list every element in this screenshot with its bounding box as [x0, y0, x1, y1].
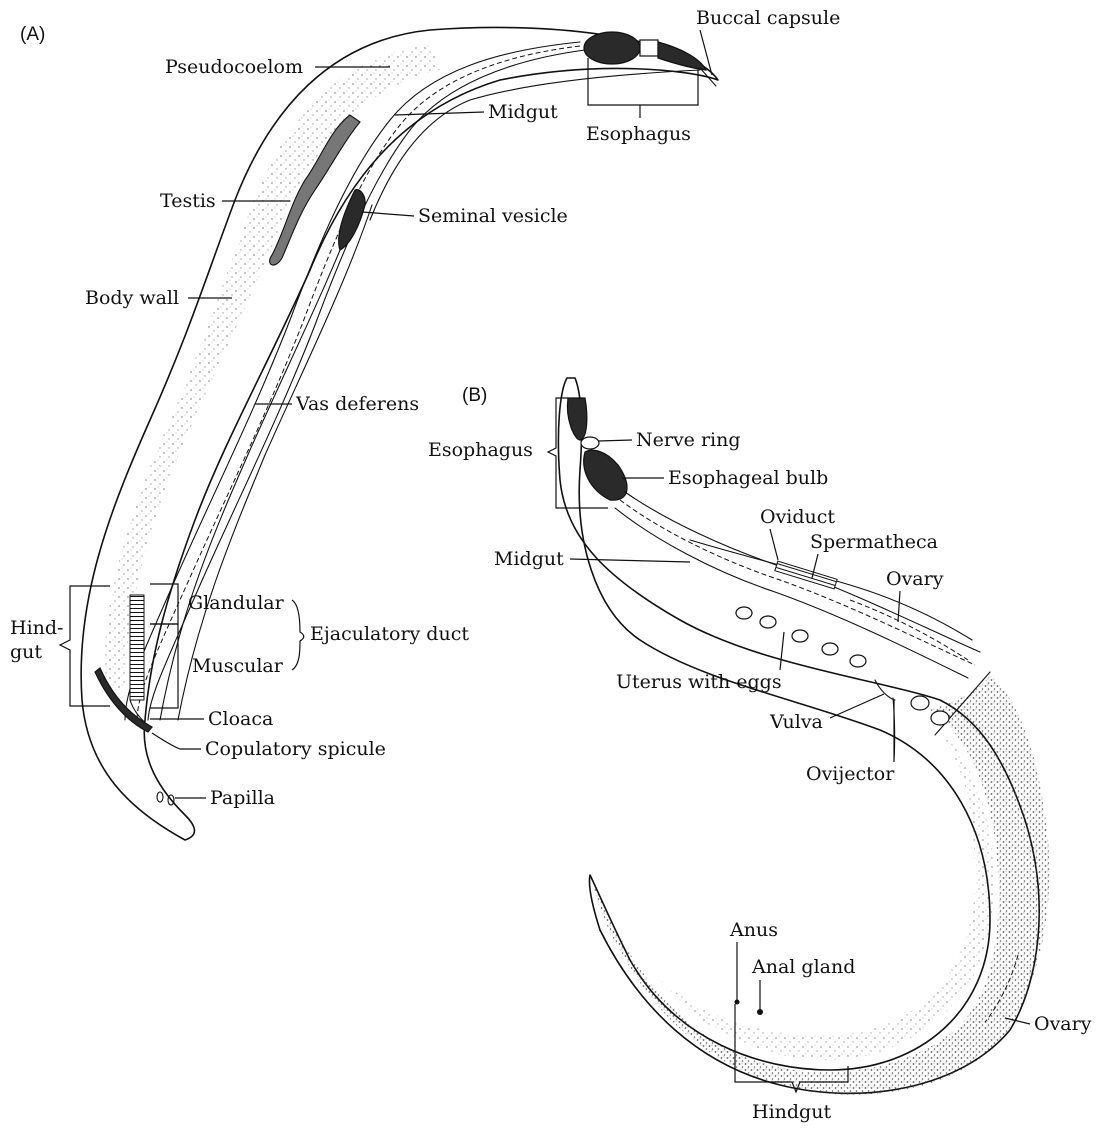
label-pseudocoelom: Pseudocoelom — [165, 56, 303, 78]
leader-oviduct — [770, 529, 778, 560]
panel-label-a: (A) — [20, 24, 45, 45]
male-esophagus — [584, 32, 706, 70]
brace-muscular — [150, 624, 178, 708]
label-ovijector: Ovijector — [806, 763, 895, 785]
male-midgut-wall-2 — [148, 50, 585, 720]
label-uterus-with-eggs: Uterus with eggs — [616, 671, 782, 693]
label-hindgut-female: Hindgut — [752, 1101, 831, 1123]
label-vulva: Vulva — [769, 711, 823, 733]
female-anus — [735, 1000, 740, 1005]
label-ovary-upper: Ovary — [886, 568, 944, 590]
label-papilla: Papilla — [210, 787, 275, 809]
leader-midgut-male — [395, 112, 484, 115]
female-esophagus — [567, 398, 627, 500]
leader-copulatory-spicule — [152, 733, 201, 749]
male-buccal-capsule — [700, 68, 716, 86]
brace-ejaculatory-duct — [292, 600, 304, 670]
label-copulatory-spicule: Copulatory spicule — [205, 738, 386, 760]
label-muscular: Muscular — [192, 655, 284, 677]
label-hindgut-male-2: gut — [10, 641, 42, 663]
label-buccal-capsule: Buccal capsule — [696, 7, 840, 29]
leader-seminal-vesicle — [362, 212, 414, 216]
label-nerve-ring: Nerve ring — [636, 429, 741, 451]
label-cloaca: Cloaca — [208, 708, 273, 730]
male-worm — [81, 27, 718, 840]
label-glandular: Glandular — [188, 592, 285, 614]
male-papilla — [157, 792, 163, 802]
leader-nerve-ring — [598, 440, 632, 441]
leader-vulva — [830, 694, 884, 718]
label-anal-gland: Anal gland — [751, 956, 855, 978]
label-ejaculatory-duct: Ejaculatory duct — [310, 623, 469, 645]
panel-label-b: (B) — [462, 385, 487, 406]
label-spermatheca: Spermatheca — [810, 531, 938, 553]
male-seminal-vesicle — [339, 190, 365, 250]
female-uterus — [736, 607, 949, 725]
label-seminal-vesicle: Seminal vesicle — [418, 205, 568, 227]
female-spermatheca — [775, 561, 837, 589]
label-oviduct: Oviduct — [760, 506, 835, 528]
label-midgut-male: Midgut — [488, 101, 558, 123]
label-hindgut-male-1: Hind- — [10, 617, 63, 639]
brace-hindgut-male — [60, 586, 110, 706]
label-body-wall: Body wall — [85, 287, 179, 309]
female-oviduct — [690, 540, 972, 640]
label-midgut-female: Midgut — [494, 548, 564, 570]
male-ejaculatory-duct — [130, 595, 144, 700]
label-esophagus-male: Esophagus — [586, 123, 691, 145]
leader-ovary-upper — [898, 591, 900, 622]
label-esophageal-bulb: Esophageal bulb — [668, 467, 828, 489]
label-ovary-lower: Ovary — [1034, 1013, 1092, 1035]
label-anus: Anus — [729, 919, 778, 941]
leader-uterus-with-eggs — [780, 632, 784, 670]
label-vas-deferens: Vas deferens — [295, 393, 419, 415]
brace-esophagus-male — [588, 58, 698, 118]
label-testis: Testis — [160, 190, 216, 212]
label-esophagus-female: Esophagus — [428, 439, 533, 461]
